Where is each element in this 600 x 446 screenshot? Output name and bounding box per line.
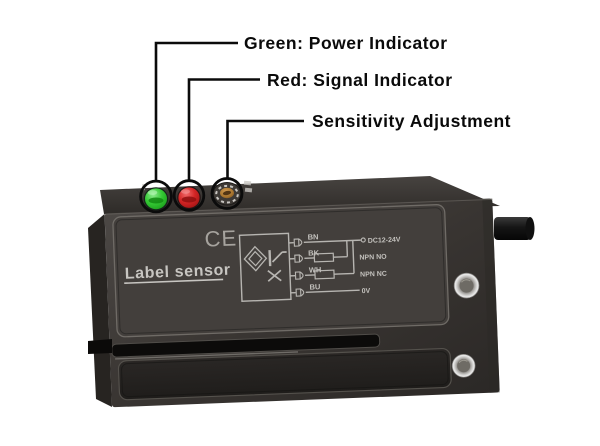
svg-text:Label sensor: Label sensor [125,262,231,283]
slot-left-notch [88,339,112,354]
wiring-diagram: BN BK WH BU DC12-24V NPN NO NPN NC 0V [238,232,401,302]
load-resistor [314,269,335,280]
power-led [143,187,169,211]
wire-wh [290,240,355,280]
callout-line-power [154,41,238,181]
lower-panel [117,347,452,401]
callout-line-sensitivity [226,119,304,179]
wire-bn [288,237,366,247]
wire-label-bk: BK [308,248,320,257]
callout-circle-potentiometer [210,177,244,210]
sensor-symbol-box [238,232,292,302]
wire-label-wh: WH [309,265,322,274]
nc-contact-symbol [267,269,282,282]
no-contact-symbol [271,251,287,263]
wire-bk [289,240,349,263]
device-body: CE Label sensor [104,198,500,408]
terminal-label-0v: 0V [362,288,371,295]
terminal-label-npn-nc: NPN NC [360,271,387,279]
wire-label-bn: BN [307,232,318,241]
terminal-label-npn-no: NPN NO [359,254,387,262]
sensitivity-potentiometer [212,182,242,206]
ce-mark: CE [204,225,237,251]
cable-connector [494,217,535,240]
wire-bu [290,288,360,297]
load-resistor [313,252,335,263]
pot-tick-ring [215,184,239,204]
callout-label-signal: Red: Signal Indicator [267,70,453,90]
optical-sensor-symbol [243,245,272,272]
label-slot [111,333,381,360]
wire-label-bu: BU [309,282,320,291]
mounting-screw-top [453,272,480,299]
callout-label-sensitivity: Sensitivity Adjustment [312,111,511,131]
terminal-label-power: DC12-24V [368,237,401,245]
mounting-screw-bottom [451,353,476,378]
pot-screw-slot [222,190,232,196]
callout-label-power: Green: Power Indicator [244,33,448,53]
signal-led [177,186,201,210]
device-left-face [88,214,112,407]
callout-line-signal [187,78,260,181]
callout-circle-power-led [139,179,173,214]
callout-circle-signal-led [172,179,206,212]
product-label: Label sensor [124,262,231,285]
